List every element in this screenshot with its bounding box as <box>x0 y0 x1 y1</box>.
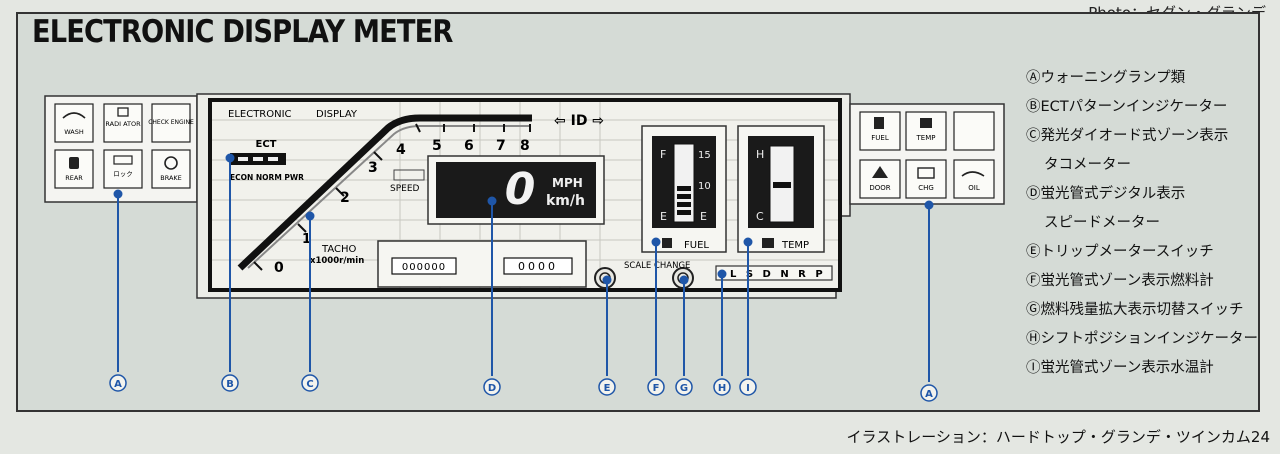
trip-id-label: ⇦ ID ⇨ <box>554 113 604 129</box>
diagram-title: ELECTRONIC DISPLAY METER <box>32 14 453 50</box>
trip-window <box>503 257 573 275</box>
rear-icon <box>69 157 79 169</box>
tach-num-6: 6 <box>464 138 474 154</box>
fuel-warning-icon <box>874 117 884 129</box>
callout-f: F <box>653 383 660 394</box>
meter-header-left: ELECTRONIC <box>228 109 292 120</box>
legend-item-g: Ⓖ燃料残量拡大表示切替スイッチ <box>1026 302 1244 318</box>
legend-item-b: ⒷECTパターンインジケーター <box>1026 99 1228 115</box>
callout-lines <box>113 153 934 382</box>
callout-g: G <box>680 383 688 394</box>
legend-item-c: Ⓒ発光ダイオード式ゾーン表示 <box>1026 128 1229 144</box>
rlamp-label-4: CHG <box>918 184 934 192</box>
fuel-10: 10 <box>698 181 711 192</box>
radiator-icon <box>117 107 129 117</box>
rlamp-label-3: DOOR <box>869 184 890 192</box>
shift-indicator <box>715 265 833 281</box>
temp-label: TEMP <box>781 240 809 251</box>
lock-icon <box>113 155 133 165</box>
meter-header-right: DISPLAY <box>316 109 358 120</box>
ect-modes: ECON NORM PWR <box>230 173 304 182</box>
tach-num-3: 3 <box>368 160 378 176</box>
callout-a-left: A <box>114 379 122 390</box>
callout-e: E <box>604 383 611 394</box>
tach-num-8: 8 <box>520 138 530 154</box>
fuel-bar-segments <box>677 186 691 215</box>
lamp-label-2: CHECK ENGINE <box>148 119 194 126</box>
temp-h: H <box>756 148 764 161</box>
fuel-f: F <box>660 148 666 161</box>
speed-box <box>393 169 425 181</box>
tacho-unit: x1000r/min <box>310 256 364 266</box>
trip-digits: 0000 <box>518 260 558 273</box>
bottom-caption: イラストレーション：ハードトップ・グランデ・ツインカム24 <box>846 428 1271 446</box>
temp-warning-icon <box>920 118 932 128</box>
left-warning-cluster: WASH RADI ATOR CHECK ENGINE REAR ロック BRA… <box>44 95 198 203</box>
odometer-digits: 000000 <box>402 262 446 273</box>
tach-num-0: 0 <box>274 260 284 276</box>
fuel-15: 15 <box>698 150 711 161</box>
tach-num-7: 7 <box>496 138 506 154</box>
callout-c: C <box>306 379 313 390</box>
temp-bar-segment <box>773 182 791 188</box>
rlamp-label-0: FUEL <box>871 134 889 142</box>
callout-h: H <box>718 383 726 394</box>
shift-positions: L S D N R P <box>730 269 826 280</box>
speed-label: SPEED <box>390 184 420 194</box>
brake-icon <box>164 156 178 170</box>
fuel-e-right: E <box>700 210 707 223</box>
legend: Ⓐウォーニングランプ類 ⒷECTパターンインジケーター Ⓒ発光ダイオード式ゾーン… <box>1026 64 1266 383</box>
legend-item-h: Ⓗシフトポジションインジケーター <box>1026 331 1258 347</box>
callout-d: D <box>488 383 496 394</box>
tach-num-1: 1 <box>302 232 311 247</box>
callout-b: B <box>226 379 234 390</box>
tach-arc-inner <box>247 125 530 269</box>
scale-change-label: SCALE CHANGE <box>624 261 690 271</box>
tach-num-4: 4 <box>396 142 406 158</box>
callout-a-right: A <box>925 389 933 400</box>
ect-label: ECT <box>256 139 277 150</box>
fuel-e: E <box>660 210 667 223</box>
ect-segments <box>238 157 278 161</box>
temp-icon <box>762 238 774 248</box>
lamp-label-4: ロック <box>113 170 133 178</box>
rlamp-label-1: TEMP <box>916 134 936 142</box>
callout-i: I <box>746 383 750 394</box>
legend-item-f: Ⓕ蛍光管式ゾーン表示燃料計 <box>1026 273 1214 289</box>
lamp-label-0: WASH <box>64 128 84 136</box>
lamp-label-5: BRAKE <box>160 174 182 182</box>
right-warning-cluster: FUEL TEMP DOOR CHG OIL <box>849 103 1005 205</box>
tach-num-5: 5 <box>432 138 442 154</box>
digital-speed-value: 0 <box>505 164 536 215</box>
tach-arc <box>237 114 532 271</box>
tach-ticks <box>253 123 531 271</box>
tacho-label: TACHO <box>321 244 356 255</box>
legend-item-i: Ⓘ蛍光管式ゾーン表示水温計 <box>1026 360 1214 376</box>
washer-icon <box>62 112 86 119</box>
callout-circles <box>109 374 938 402</box>
legend-item-d-sub: スピードメーター <box>1044 215 1160 231</box>
legend-item-d: Ⓓ蛍光管式デジタル表示 <box>1026 186 1186 202</box>
legend-item-c-sub: タコメーター <box>1044 157 1131 173</box>
temp-c: C <box>756 210 764 223</box>
door-icon <box>872 166 888 178</box>
legend-item-a: Ⓐウォーニングランプ類 <box>1026 70 1186 86</box>
unit-kmh: km/h <box>546 193 585 209</box>
fuel-pump-icon <box>662 238 672 248</box>
digital-speed-display <box>436 162 596 218</box>
lamp-label-1: RADI ATOR <box>105 120 141 128</box>
fuel-label: FUEL <box>684 240 709 251</box>
legend-item-e: Ⓔトリップメータースイッチ <box>1026 244 1214 260</box>
odometer-window <box>391 257 457 275</box>
oil-icon <box>961 171 985 177</box>
rlamp-label-5: OIL <box>968 184 980 192</box>
battery-icon <box>917 167 935 179</box>
tach-num-2: 2 <box>340 190 350 206</box>
unit-mph: MPH <box>552 176 583 190</box>
lamp-label-3: REAR <box>65 174 83 182</box>
